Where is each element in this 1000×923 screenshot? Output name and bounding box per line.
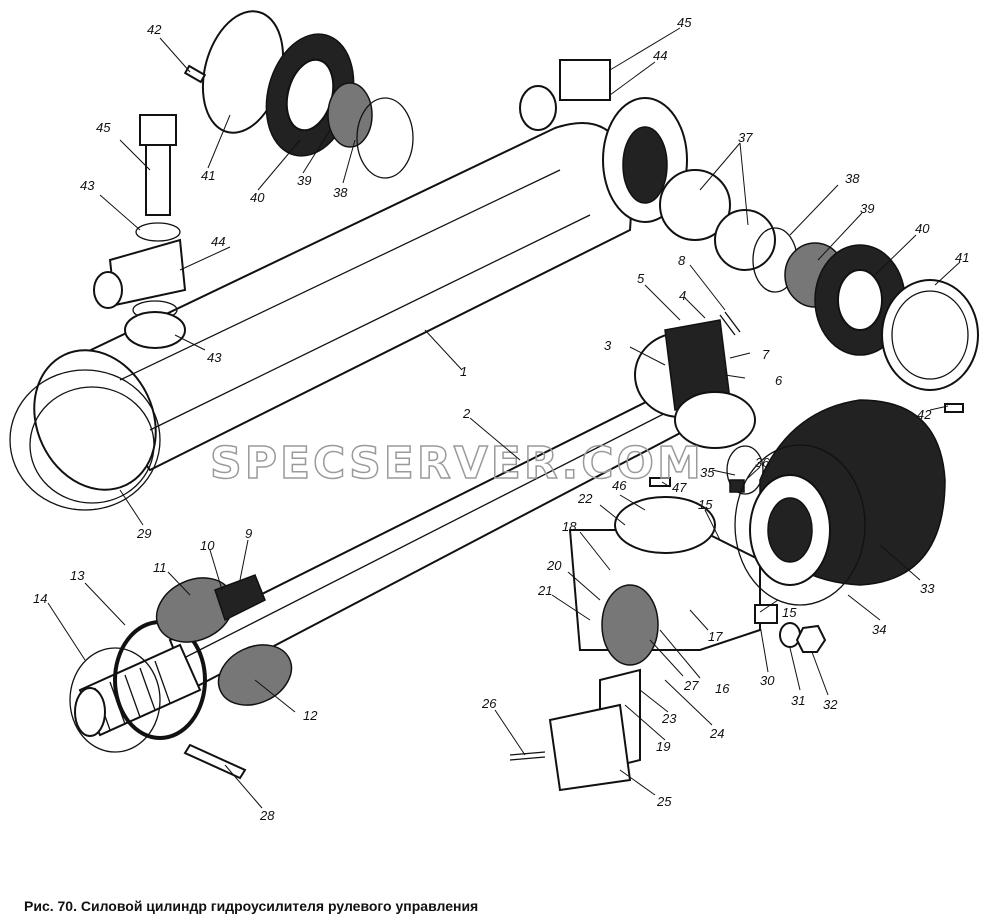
callout-27: 27: [683, 678, 699, 693]
watermark-text: SPECSERVER.COM: [210, 438, 704, 489]
callout-10: 10: [200, 538, 215, 553]
callout-15a: 15: [698, 497, 713, 512]
callout-30: 30: [760, 673, 775, 688]
callouts: 1 2 3 4 5 6 7 8 9 10 11 12 13 14 15 15 1…: [33, 15, 969, 823]
callout-6: 6: [775, 373, 783, 388]
callout-18: 18: [562, 519, 577, 534]
callout-45b: 45: [96, 120, 111, 135]
callout-39b: 39: [860, 201, 874, 216]
callout-38a: 38: [333, 185, 348, 200]
callout-20: 20: [546, 558, 562, 573]
callout-45a: 45: [677, 15, 692, 30]
nut-washer-set: [779, 622, 827, 653]
ball-joint-housing: [548, 496, 778, 792]
callout-17: 17: [708, 629, 723, 644]
cotter-pin-8: [719, 311, 741, 336]
callout-42b: 42: [917, 407, 932, 422]
callout-2: 2: [462, 406, 471, 421]
threaded-rod-end: [74, 643, 202, 737]
leader-lines: [47, 27, 961, 809]
rod-bushing-assembly: [634, 319, 756, 449]
callout-40a: 40: [250, 190, 265, 205]
callout-29: 29: [136, 526, 151, 541]
callout-44a: 44: [653, 48, 667, 63]
callout-1: 1: [460, 364, 467, 379]
callout-32: 32: [823, 697, 838, 712]
callout-41b: 41: [955, 250, 969, 265]
callout-24: 24: [709, 726, 724, 741]
ring-14: [69, 647, 161, 753]
callout-14: 14: [33, 591, 47, 606]
snap-ring-29: [9, 369, 161, 511]
callout-26: 26: [481, 696, 497, 711]
callout-40b: 40: [915, 221, 930, 236]
callout-42a: 42: [147, 22, 162, 37]
callout-8: 8: [678, 253, 686, 268]
callout-7: 7: [762, 347, 770, 362]
callout-36: 36: [755, 455, 770, 470]
bolt-47: [649, 477, 671, 487]
left-end-cap-parts: [183, 10, 414, 179]
callout-31: 31: [791, 693, 805, 708]
callout-16: 16: [715, 681, 730, 696]
callout-47: 47: [672, 480, 687, 495]
callout-39a: 39: [297, 173, 311, 188]
callout-21: 21: [537, 583, 552, 598]
callout-19: 19: [656, 739, 670, 754]
boot-clamp-34: [734, 444, 866, 606]
callout-22: 22: [577, 491, 593, 506]
protective-boot: [749, 399, 946, 586]
callout-11: 11: [153, 560, 167, 575]
right-end-cap-parts: [659, 169, 979, 413]
piston-assembly: [155, 574, 293, 706]
callout-15b: 15: [782, 605, 797, 620]
callout-4: 4: [679, 288, 686, 303]
clamp-35-36: [726, 445, 764, 495]
callout-35: 35: [700, 465, 715, 480]
callout-46: 46: [612, 478, 627, 493]
figure-caption: Рис. 70. Силовой цилиндр гидроусилителя …: [24, 898, 479, 914]
callout-38b: 38: [845, 171, 860, 186]
banjo-fitting-left: [93, 114, 187, 349]
callout-41a: 41: [201, 168, 215, 183]
callout-9: 9: [245, 526, 252, 541]
callout-25: 25: [656, 794, 672, 809]
callout-33: 33: [920, 581, 935, 596]
cotter-pin-26: [509, 751, 546, 761]
callout-28: 28: [259, 808, 275, 823]
callout-12: 12: [303, 708, 318, 723]
callout-23: 23: [661, 711, 677, 726]
callout-37: 37: [738, 130, 753, 145]
callout-44b: 44: [211, 234, 225, 249]
callout-43a: 43: [80, 178, 95, 193]
callout-5: 5: [637, 271, 645, 286]
callout-3: 3: [604, 338, 612, 353]
callout-13: 13: [70, 568, 85, 583]
callout-43b: 43: [207, 350, 222, 365]
cylinder-body: [33, 122, 632, 491]
pin-28: [183, 743, 247, 780]
callout-34: 34: [872, 622, 886, 637]
